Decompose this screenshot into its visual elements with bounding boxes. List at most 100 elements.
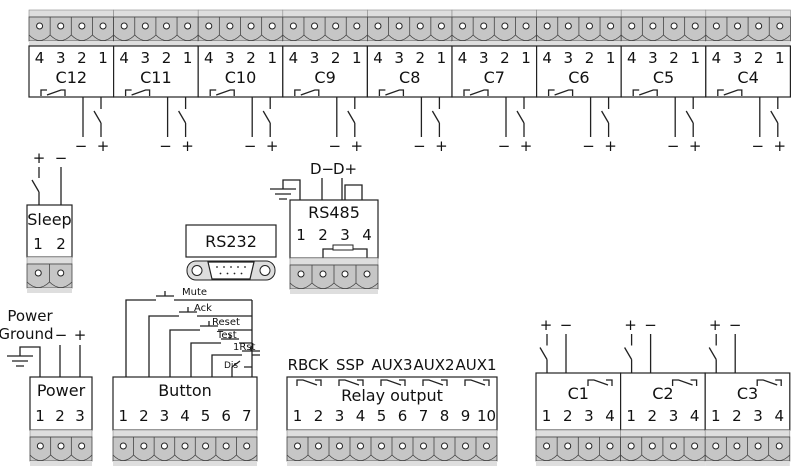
pin-number: 2 bbox=[754, 49, 764, 67]
relay-contact-icon bbox=[380, 379, 406, 386]
terminal-scallop bbox=[535, 454, 558, 461]
terminal-scallop bbox=[349, 454, 372, 461]
terminal-screw bbox=[776, 22, 784, 30]
terminal-scallop bbox=[412, 454, 435, 461]
connector-pin bbox=[219, 272, 222, 275]
terminal-strip bbox=[366, 9, 453, 46]
terminal-screw bbox=[755, 22, 763, 30]
pin-number: 3 bbox=[669, 407, 679, 425]
minus-label: − bbox=[75, 137, 88, 155]
terminal-scallop bbox=[515, 34, 537, 41]
terminal-screw bbox=[268, 22, 276, 30]
terminal-scallop bbox=[367, 34, 389, 41]
terminal-screw bbox=[734, 22, 742, 30]
terminal-scallop bbox=[578, 454, 600, 461]
terminal-scallop bbox=[50, 454, 72, 461]
pin-number: 1 bbox=[296, 226, 306, 244]
terminal-scallop bbox=[289, 282, 313, 289]
button-input-label: Test bbox=[216, 330, 237, 341]
minus-label: − bbox=[55, 149, 68, 167]
pin-number: 1 bbox=[35, 407, 45, 425]
terminal-screw bbox=[120, 22, 128, 30]
channel-box bbox=[366, 45, 453, 98]
pin-number: 1 bbox=[690, 49, 700, 67]
terminal-screw bbox=[184, 22, 192, 30]
minus-label: − bbox=[644, 316, 657, 334]
pin-number: 3 bbox=[648, 49, 658, 67]
ground-wire bbox=[19, 346, 41, 377]
terminal-scallop bbox=[620, 454, 643, 461]
terminal-strip-bottom bbox=[287, 461, 497, 466]
terminal-strip bbox=[451, 9, 537, 46]
pin-number: 3 bbox=[75, 407, 85, 425]
terminal-scallop bbox=[536, 34, 559, 41]
terminal-strip bbox=[113, 9, 199, 46]
pin-number: 2 bbox=[585, 49, 595, 67]
terminal-strip-bottom bbox=[705, 41, 791, 46]
terminal-screw bbox=[140, 442, 148, 450]
pin-number: 6 bbox=[398, 407, 408, 425]
terminal-screw bbox=[319, 270, 327, 278]
power-ground-label: Ground bbox=[0, 325, 54, 343]
pin-number: 3 bbox=[340, 226, 350, 244]
terminal-screw bbox=[243, 442, 251, 450]
terminal-screw bbox=[501, 22, 509, 30]
terminal-scallop bbox=[454, 454, 477, 461]
terminal-scallop bbox=[153, 454, 176, 461]
d-plus-label: D+ bbox=[333, 160, 357, 178]
channel-label: C8 bbox=[399, 68, 420, 87]
terminal-scallop bbox=[71, 34, 93, 41]
terminal-screw bbox=[162, 22, 170, 30]
plus-label: + bbox=[74, 326, 87, 344]
terminal-scallop bbox=[261, 34, 284, 41]
pin-number: 7 bbox=[419, 407, 429, 425]
terminal-scallop bbox=[747, 454, 769, 461]
channel-box bbox=[619, 372, 706, 431]
terminal-screw bbox=[78, 22, 86, 30]
terminal-scallop bbox=[726, 454, 748, 461]
terminal-strip bbox=[28, 9, 114, 46]
switch-icon bbox=[93, 97, 102, 137]
minus-label: − bbox=[752, 137, 765, 155]
terminal-screw bbox=[332, 22, 340, 30]
plus-label: + bbox=[624, 316, 637, 334]
terminal-scallop bbox=[391, 454, 414, 461]
terminal-strip bbox=[620, 429, 706, 466]
plus-label: + bbox=[774, 137, 787, 155]
terminal-scallop bbox=[282, 34, 305, 41]
pin-number: 1 bbox=[267, 49, 277, 67]
terminal-screw bbox=[395, 22, 403, 30]
terminal-scallop bbox=[726, 34, 749, 41]
pin-number: 2 bbox=[56, 235, 66, 253]
terminal-scallop bbox=[345, 34, 368, 41]
terminal-strip-bottom bbox=[29, 41, 114, 46]
terminal-screw bbox=[712, 22, 720, 30]
terminal-scallop bbox=[333, 282, 357, 289]
relay-contact-icon bbox=[587, 379, 613, 386]
relay-contact-icon bbox=[717, 89, 743, 96]
pin-number: 4 bbox=[605, 407, 615, 425]
terminal-strip bbox=[704, 429, 791, 466]
terminal-scallop bbox=[92, 34, 114, 41]
terminal-screw bbox=[691, 22, 699, 30]
pin-number: 2 bbox=[55, 407, 65, 425]
relay-channel-label: RBCK bbox=[288, 356, 330, 374]
channel-label: C9 bbox=[314, 68, 335, 87]
terminal-scallop bbox=[475, 454, 498, 461]
pin-number: 4 bbox=[35, 49, 45, 67]
terminal-screw bbox=[627, 442, 635, 450]
pin-number: 3 bbox=[753, 407, 763, 425]
terminal-strip-top bbox=[620, 429, 706, 438]
terminal-screw bbox=[416, 22, 424, 30]
terminal-strip bbox=[286, 429, 498, 466]
terminal-scallop bbox=[194, 454, 217, 461]
connector-pin bbox=[226, 272, 229, 275]
relay-contact-icon bbox=[338, 379, 364, 386]
minus-label: − bbox=[582, 137, 595, 155]
terminal-strip-top bbox=[536, 9, 622, 18]
pin-number: 2 bbox=[77, 49, 87, 67]
terminal-screw bbox=[607, 22, 615, 30]
pin-number: 4 bbox=[356, 407, 366, 425]
terminal-strip-bottom bbox=[620, 461, 706, 466]
